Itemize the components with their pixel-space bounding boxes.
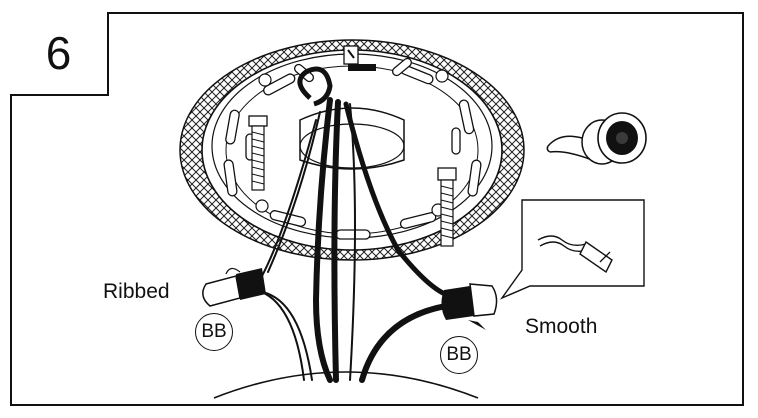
- electrical-tape-icon: [546, 112, 647, 165]
- step-number-box: 6: [10, 12, 109, 96]
- mounting-screw-left: [248, 115, 268, 191]
- fixture-canopy: [213, 371, 479, 399]
- badge-left: BB: [195, 313, 233, 351]
- step-number: 6: [45, 27, 72, 79]
- ground-wire-loop: [297, 66, 333, 107]
- badge-right: BB: [440, 336, 478, 374]
- badge-left-text: BB: [201, 321, 227, 342]
- supply-wires: [255, 97, 453, 383]
- wire-nut-right: [441, 283, 498, 330]
- wire-nut-left: [202, 267, 266, 307]
- ribbed-label: Ribbed: [103, 280, 170, 303]
- mounting-screw-right: [437, 167, 457, 247]
- badge-right-text: BB: [446, 344, 472, 365]
- smooth-label: Smooth: [525, 315, 598, 338]
- detail-callout: [499, 199, 645, 300]
